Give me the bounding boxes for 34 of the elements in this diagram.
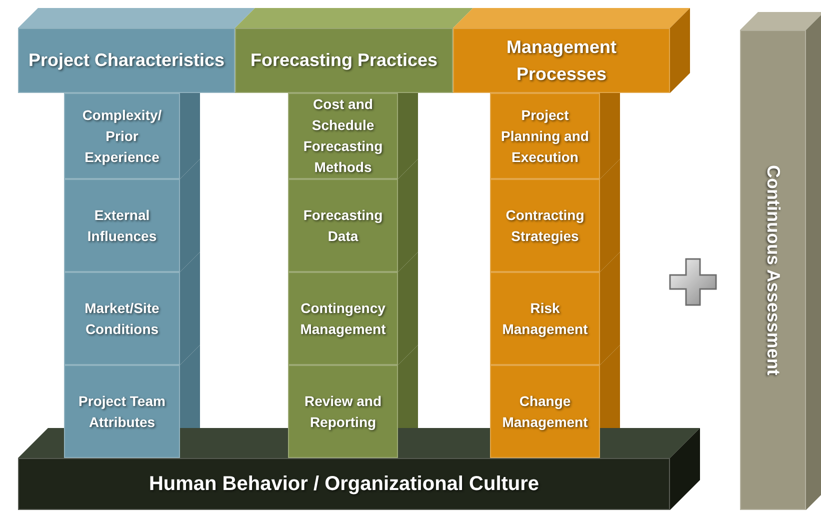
block-label: Continuous Assessment [762,164,784,376]
pillar-header-block [453,28,670,93]
pillar-block [288,365,398,458]
pillar-header-block [18,28,235,93]
pillar-block [288,179,398,272]
block-label: Risk Management [501,298,589,339]
block-label: Forecasting Practices [249,49,439,72]
pillar-block [490,179,600,272]
pillar-block [64,272,180,365]
pillar-block [64,365,180,458]
block-label: Market/Site Conditions [84,298,160,338]
block-label: Review and Reporting [303,392,383,432]
block-label: Project Planning and Execution [500,106,590,166]
pillar-block [64,93,180,179]
block-label: External Influences [86,206,158,246]
block-label: Cost and Schedule Forecasting Methods [302,95,384,177]
block-label: Forecasting Data [302,206,384,246]
vertical-bar-block [740,30,806,510]
pillar-block [490,272,600,365]
pillar-header-block [235,28,453,93]
block-label: Complexity/ Prior Experience [81,106,163,167]
pillar-block [288,272,398,365]
pillar-block [490,365,600,458]
foundation-block [18,458,670,510]
block-label: Contracting Strategies [504,206,586,246]
block-label: Contingency Management [299,298,387,339]
pillar-block [490,93,600,179]
block-label: Project Team Attributes [78,392,166,432]
pillar-block [288,93,398,179]
block-label: Change Management [501,392,589,432]
pillar-block [64,179,180,272]
block-label: Project Characteristics [27,49,226,72]
block-label: Management Processes [505,36,618,86]
block-label: Human Behavior / Organizational Culture [148,472,540,497]
